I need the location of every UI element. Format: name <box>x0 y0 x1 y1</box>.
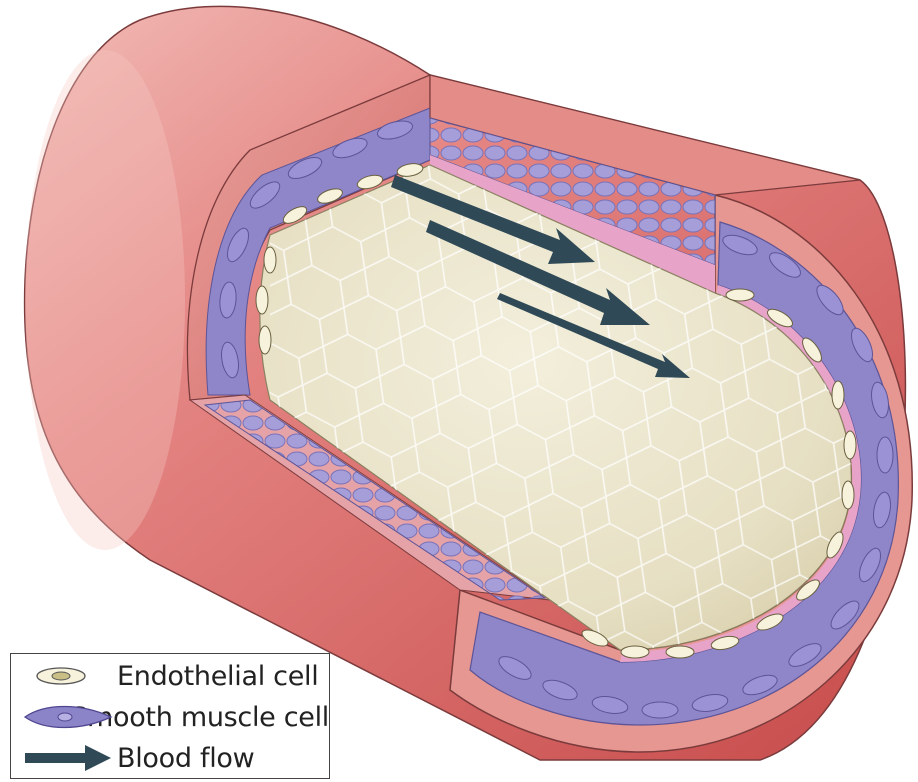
endothelial-cell-icon <box>11 658 117 694</box>
legend-item-smooth-muscle-cell: Smooth muscle cell <box>11 699 329 735</box>
legend: Endothelial cell Smooth muscle cell Bloo… <box>10 653 330 779</box>
legend-label: Endothelial cell <box>117 661 318 692</box>
smooth-muscle-cell-icon <box>11 699 70 735</box>
blood-flow-arrow-icon <box>11 740 117 776</box>
legend-item-blood-flow: Blood flow <box>11 740 329 776</box>
legend-item-endothelial-cell: Endothelial cell <box>11 658 329 694</box>
legend-label: Blood flow <box>117 743 254 774</box>
